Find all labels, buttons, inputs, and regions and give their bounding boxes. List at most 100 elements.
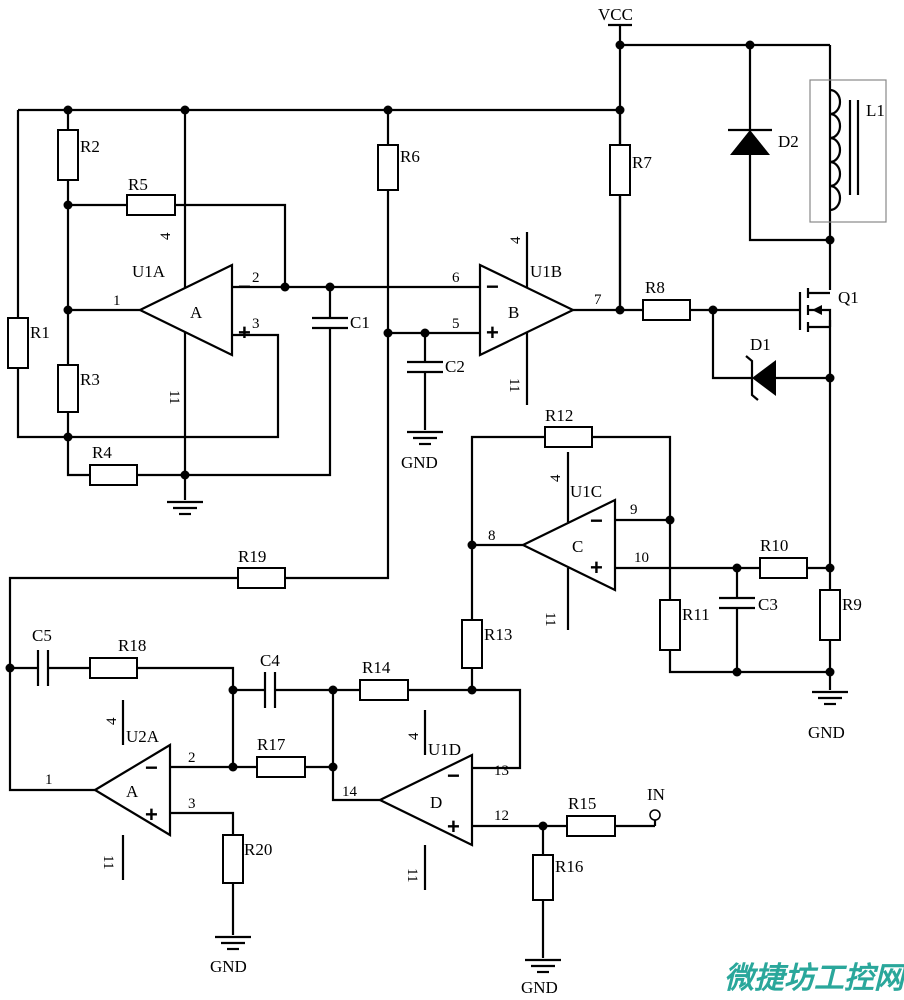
label-gnd: GND: [521, 978, 558, 997]
svg-text:2: 2: [252, 270, 260, 286]
label-d2: D2: [778, 132, 799, 151]
label-r13: R13: [484, 625, 512, 644]
svg-text:−: −: [486, 274, 499, 299]
svg-text:11: 11: [166, 390, 182, 404]
resistor-r9: [819, 589, 841, 641]
svg-text:11: 11: [506, 378, 522, 392]
label-c2: C2: [445, 357, 465, 376]
label-c4: C4: [260, 651, 280, 670]
label-r3: R3: [80, 370, 100, 389]
svg-text:1: 1: [113, 293, 121, 309]
opamp-u2a: −+ A U2A 1 2 3 4 11: [45, 717, 196, 869]
capacitor-c2: [407, 360, 443, 374]
svg-text:A: A: [190, 303, 203, 322]
resistor-r8: [642, 299, 691, 321]
label-r17: R17: [257, 735, 286, 754]
svg-text:B: B: [508, 303, 519, 322]
svg-text:12: 12: [494, 808, 509, 824]
resistor-r14: [359, 679, 409, 701]
resistor-r13: [461, 619, 483, 669]
label-r7: R7: [632, 153, 652, 172]
svg-text:9: 9: [630, 502, 638, 518]
resistor-r10: [759, 557, 808, 579]
ground-icon: [165, 500, 205, 516]
label-gnd: GND: [808, 723, 845, 742]
svg-text:4: 4: [508, 236, 524, 244]
opamp-u1d: −+ D U1D 14 13 12 4 11: [342, 732, 509, 882]
label-r1: R1: [30, 323, 50, 342]
label-r6: R6: [400, 147, 420, 166]
resistor-r19: [237, 567, 286, 589]
svg-text:+: +: [590, 555, 603, 580]
resistor-r7: [609, 144, 631, 196]
label-gnd: GND: [210, 957, 247, 976]
diode-d2: [728, 128, 772, 155]
resistors: [7, 129, 841, 901]
svg-text:10: 10: [634, 550, 649, 566]
svg-text:U2A: U2A: [126, 727, 160, 746]
junction-dots: [5, 40, 835, 831]
ground-icon: [213, 935, 253, 951]
resistor-r5: [126, 194, 176, 216]
svg-text:U1D: U1D: [428, 740, 461, 759]
resistor-r4: [89, 464, 138, 486]
svg-text:5: 5: [452, 316, 460, 332]
svg-text:3: 3: [252, 316, 260, 332]
label-r4: R4: [92, 443, 112, 462]
label-d1: D1: [750, 335, 771, 354]
component-labels: R1 R2 R3 R4 R5 R6 R7 R8 R9 R10 R11 R12 R…: [30, 5, 885, 997]
svg-text:1: 1: [45, 772, 53, 788]
svg-text:C: C: [572, 537, 583, 556]
svg-text:A: A: [126, 782, 139, 801]
label-r11: R11: [682, 605, 710, 624]
label-q1: Q1: [838, 288, 859, 307]
resistor-r11: [659, 599, 681, 651]
label-r16: R16: [555, 857, 583, 876]
svg-text:+: +: [145, 802, 158, 827]
svg-text:14: 14: [342, 784, 358, 800]
svg-text:7: 7: [594, 292, 602, 308]
resistor-r20: [222, 834, 244, 884]
svg-text:4: 4: [548, 474, 564, 482]
label-c5: C5: [32, 626, 52, 645]
mosfet-q1: [798, 288, 832, 332]
opamp-u1b: −+ B U1B 6 5 7 4 11: [452, 236, 602, 392]
label-c1: C1: [350, 313, 370, 332]
svg-text:6: 6: [452, 270, 460, 286]
input-terminal[interactable]: [649, 809, 661, 821]
svg-text:D: D: [430, 793, 442, 812]
label-r14: R14: [362, 658, 391, 677]
label-r2: R2: [80, 137, 100, 156]
resistor-r15: [566, 815, 616, 837]
ground-icon: [523, 958, 563, 974]
label-gnd: GND: [401, 453, 438, 472]
wires: [8, 23, 832, 958]
inductor-l1: [809, 79, 887, 223]
opamp-u1c: −+ C U1C 8 9 10 4 11: [488, 474, 649, 626]
svg-text:+: +: [238, 320, 251, 345]
svg-text:11: 11: [100, 855, 116, 869]
svg-text:+: +: [447, 814, 460, 839]
svg-text:U1B: U1B: [530, 262, 562, 281]
label-l1: L1: [866, 101, 885, 120]
svg-text:−: −: [145, 755, 158, 780]
svg-text:11: 11: [542, 612, 558, 626]
svg-text:4: 4: [104, 717, 120, 725]
resistor-r2: [57, 129, 79, 181]
zener-diode-d1: [745, 355, 776, 401]
svg-text:U1C: U1C: [570, 482, 602, 501]
label-r15: R15: [568, 794, 596, 813]
label-r20: R20: [244, 840, 272, 859]
opamp-u1a: −+ A U1A 1 2 3 4 11: [113, 232, 260, 404]
capacitor-c3: [719, 596, 755, 610]
svg-text:3: 3: [188, 796, 196, 812]
svg-text:4: 4: [158, 232, 174, 240]
ground-icon: [810, 690, 850, 706]
resistor-r17: [256, 756, 306, 778]
watermark: 微捷坊工控网: [724, 961, 904, 996]
svg-text:13: 13: [494, 763, 509, 779]
label-r9: R9: [842, 595, 862, 614]
label-in: IN: [647, 785, 665, 804]
capacitor-c1: [312, 316, 348, 330]
